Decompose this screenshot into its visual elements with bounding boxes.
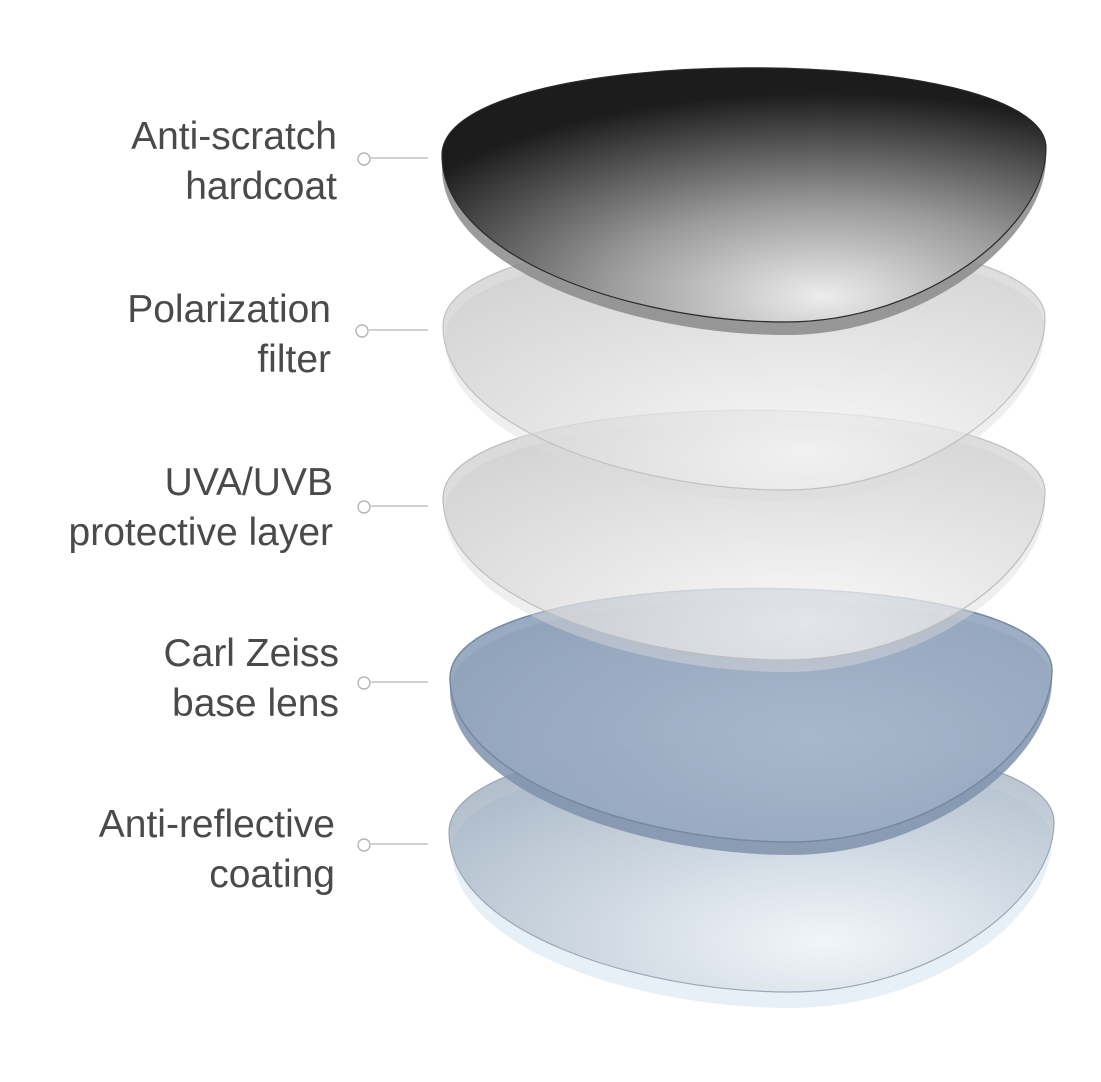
label-carl-zeiss-base-lens: Carl Zeiss base lens bbox=[163, 629, 339, 729]
label-polarization-filter: Polarization filter bbox=[127, 285, 331, 385]
label-line-1: Carl Zeiss bbox=[163, 632, 339, 675]
label-line-1: UVA/UVB bbox=[164, 461, 333, 504]
label-line-2: base lens bbox=[172, 682, 339, 725]
label-line-2: filter bbox=[257, 338, 331, 381]
leader-dot-0 bbox=[357, 152, 371, 166]
label-line-2: coating bbox=[209, 853, 335, 896]
label-line-2: hardcoat bbox=[185, 165, 337, 208]
uva-uvb-protective-layer-lens bbox=[442, 409, 1046, 672]
anti-scratch-hardcoat-lens bbox=[441, 67, 1047, 335]
leader-dot-1 bbox=[355, 324, 369, 338]
leader-line-4 bbox=[357, 838, 428, 852]
label-line-1: Anti-scratch bbox=[131, 115, 337, 158]
label-anti-reflective-coating: Anti-reflective coating bbox=[99, 800, 335, 900]
leader-line-1 bbox=[355, 324, 428, 338]
leader-dot-3 bbox=[357, 676, 371, 690]
label-line-2: protective layer bbox=[68, 511, 333, 554]
leader-line-2 bbox=[357, 500, 428, 514]
carl-zeiss-base-lens-lens bbox=[449, 587, 1053, 855]
label-uva-uvb-protective-layer: UVA/UVB protective layer bbox=[69, 458, 333, 558]
leader-dot-4 bbox=[357, 838, 371, 852]
leader-dot-2 bbox=[357, 500, 371, 514]
label-line-1: Anti-reflective bbox=[98, 803, 335, 846]
leader-line-0 bbox=[357, 152, 428, 166]
label-anti-scratch-hardcoat: Anti-scratch hardcoat bbox=[131, 112, 337, 212]
leader-line-3 bbox=[357, 676, 428, 690]
label-line-1: Polarization bbox=[127, 288, 331, 331]
